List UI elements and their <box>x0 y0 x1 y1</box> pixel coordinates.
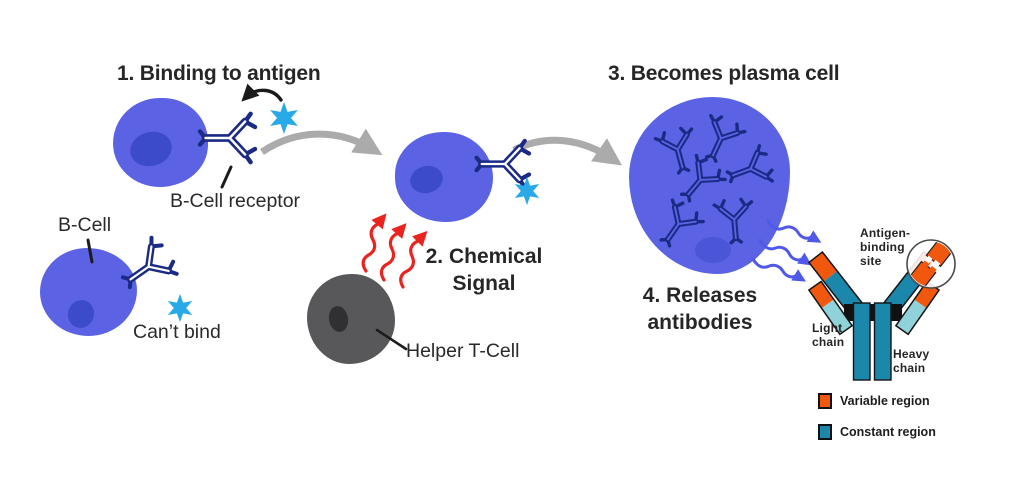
constant-region-label: Constant region <box>840 425 936 439</box>
antigen-binding-site-label: Antigen- binding site <box>860 226 911 268</box>
step1-title: 1. Binding to antigen <box>117 62 321 85</box>
antigen-star-cant-bind <box>167 293 193 323</box>
plasma-cell-antibodies <box>648 110 778 256</box>
b-cell-receptor-shape <box>200 114 255 162</box>
arrow-step1-to-step2 <box>260 128 383 156</box>
helper-t-cell-label: Helper T-Cell <box>406 340 520 362</box>
variable-region-swatch <box>818 393 832 409</box>
b-cell-label: B-Cell <box>58 214 112 236</box>
arrow-step2-to-step3 <box>512 136 623 166</box>
light-chain-label: Light chain <box>812 321 845 349</box>
activated-receptor-shape <box>477 141 530 187</box>
b-cell-receptor-label: B-Cell receptor <box>170 190 301 212</box>
constant-region-swatch <box>818 424 832 440</box>
b-cell-pointer-line <box>86 238 94 264</box>
cant-bind-label: Can’t bind <box>133 321 221 343</box>
step4-line2: antibodies <box>647 311 753 334</box>
step4-title: 4. Releases antibodies <box>630 282 770 336</box>
step2-title: 2. Chemical Signal <box>414 243 554 297</box>
helper-t-cell-pointer-line <box>375 328 408 351</box>
helper-t-cell <box>307 274 395 364</box>
step2-line1: 2. Chemical <box>425 245 543 268</box>
step2-line2: Signal <box>452 272 516 295</box>
plasma-cell-nucleus <box>695 237 731 263</box>
antibody-hinge <box>844 304 902 321</box>
variable-region-label: Variable region <box>840 394 930 408</box>
binding-arrow-icon <box>241 83 283 102</box>
step3-title: 3. Becomes plasma cell <box>608 62 840 85</box>
heavy-chain-label: Heavy chain <box>893 347 930 375</box>
step4-line1: 4. Releases <box>642 284 758 307</box>
b-cell-receptor-cant-bind <box>111 233 183 303</box>
legend-variable-region: Variable region <box>818 393 930 409</box>
legend-constant-region: Constant region <box>818 424 936 440</box>
released-antibody-arrows <box>749 219 821 282</box>
antigen-star-1 <box>270 102 298 134</box>
receptor-pointer-line <box>220 165 233 189</box>
